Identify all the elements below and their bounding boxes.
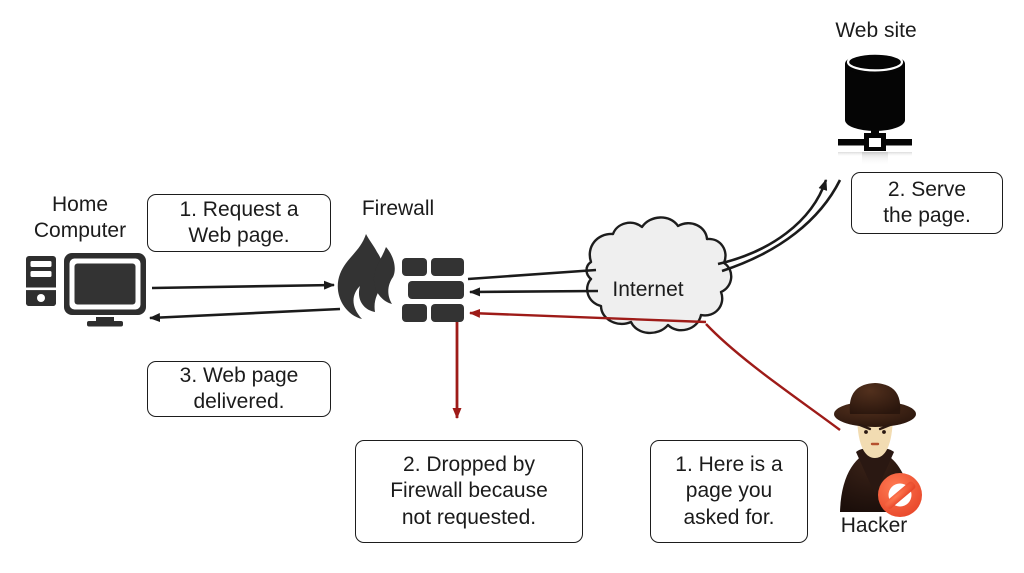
hacker-with-prohibition-icon [834, 383, 922, 517]
callout-here-is-a-page: 1. Here is a page you asked for. [650, 440, 808, 543]
callout-dropped-by-firewall: 2. Dropped by Firewall because not reque… [355, 440, 583, 543]
arrow-firewall-to-internet [467, 268, 597, 281]
desktop-computer-icon [26, 253, 146, 327]
firewall-flame-brick-icon [337, 234, 464, 322]
arrow-computer-to-firewall [151, 280, 335, 290]
callout-request-web-page: 1. Request a Web page. [147, 194, 331, 252]
arrow-firewall-to-computer [149, 307, 341, 323]
arrow-internet-to-firewall-malicious [469, 308, 707, 324]
callout-serve-the-page: 2. Serve the page. [851, 172, 1003, 234]
label-hacker: Hacker [840, 514, 908, 537]
label-website: Web site [835, 19, 917, 42]
arrow-internet-to-firewall [469, 287, 599, 297]
label-firewall: Firewall [361, 197, 435, 220]
cloud-icon [585, 216, 733, 335]
label-internet: Internet [612, 278, 684, 301]
arrow-hacker-to-internet [705, 323, 841, 431]
arrow-website-to-internet [721, 179, 842, 273]
database-server-icon [838, 52, 912, 166]
callout-web-page-delivered: 3. Web page delivered. [147, 361, 331, 417]
label-home-computer: Home Computer [33, 193, 127, 242]
arrow-internet-to-website [717, 179, 828, 266]
